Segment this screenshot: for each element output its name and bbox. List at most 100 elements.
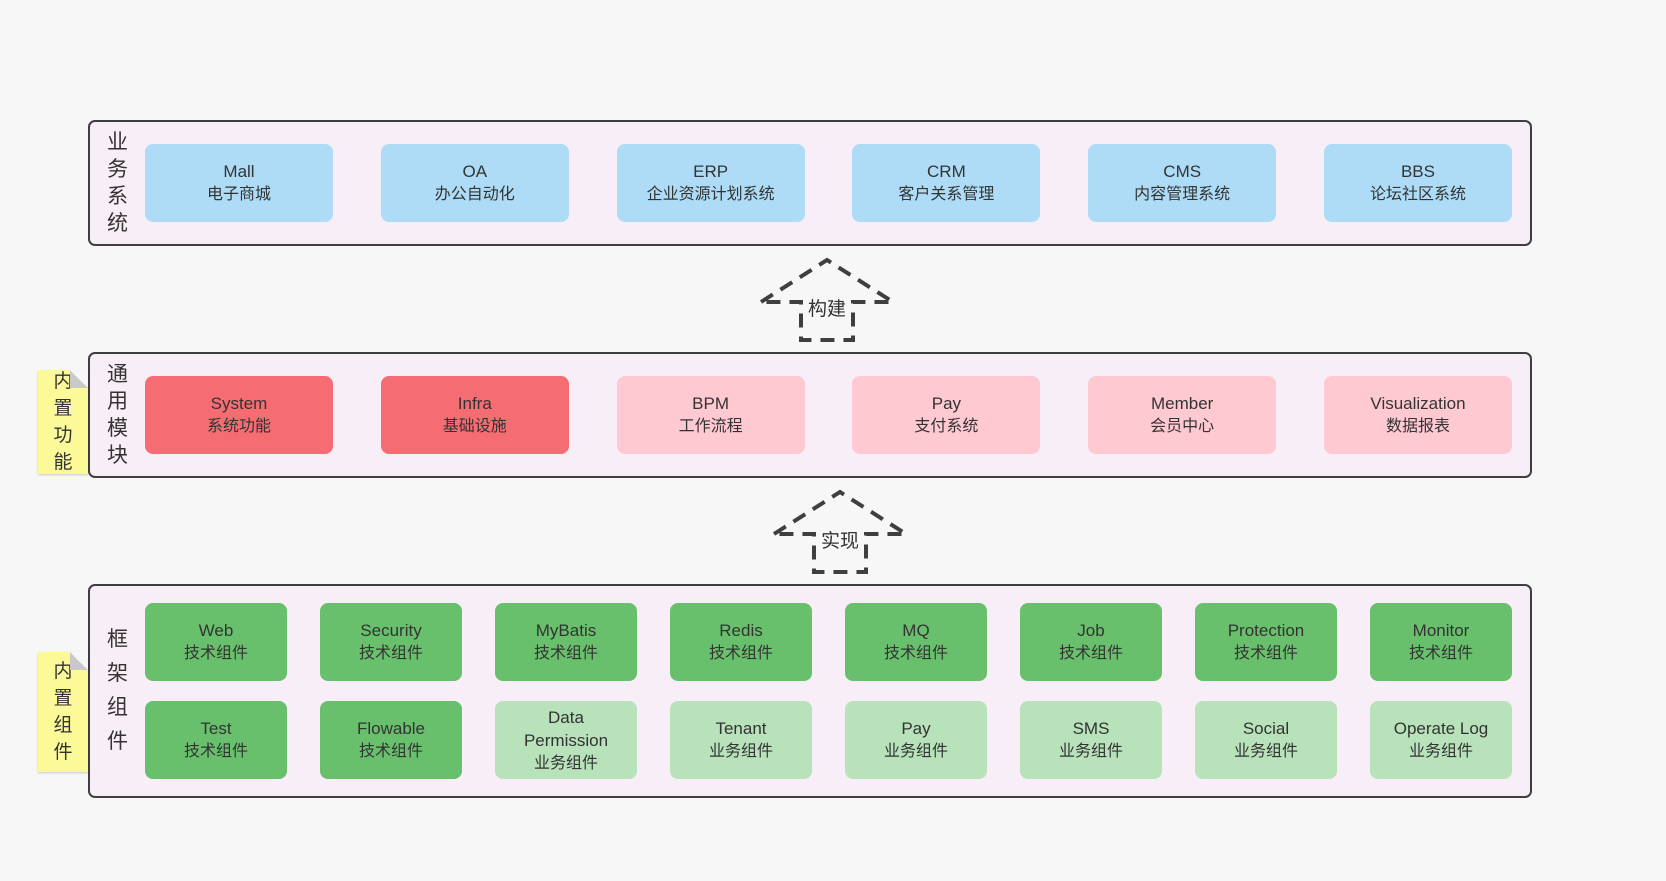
box-subtitle: 技术组件 [358, 743, 423, 760]
box-subtitle: 办公自动化 [434, 186, 515, 203]
box-title: Web [198, 621, 234, 640]
box-title: MyBatis [535, 621, 597, 640]
up-arrow-icon [772, 489, 908, 574]
box-subtitle: 业务组件 [883, 743, 948, 760]
folded-corner-icon [70, 652, 88, 670]
box-title: Infra [457, 394, 492, 413]
box-subtitle: 支付系统 [914, 418, 979, 435]
box-title: Data Permission [523, 707, 609, 750]
box-oa: OA 办公自动化 [380, 144, 569, 222]
box-erp: ERP 企业资源计划系统 [616, 144, 805, 222]
box-cms: CMS 内容管理系统 [1088, 144, 1277, 222]
box-subtitle: 工作流程 [678, 418, 743, 435]
business-systems-boxes: Mall 电子商城 OA 办公自动化 ERP 企业资源计划系统 CRM 客户关系… [145, 122, 1530, 244]
sticky-label: 内置功能 [53, 371, 73, 473]
box-operate-log: Operate Log 业务组件 [1370, 701, 1512, 779]
box-tenant: Tenant 业务组件 [670, 701, 812, 779]
box-subtitle: 论坛社区系统 [1369, 186, 1466, 203]
tech-components-row: Web 技术组件 Security 技术组件 MyBatis 技术组件 Redi… [145, 603, 1512, 681]
band-label-framework-components: 框架组件 [107, 628, 128, 753]
implement-arrow: 实现 [772, 488, 908, 576]
arrow-label-implement: 实现 [817, 526, 863, 553]
band-label-business-systems: 业务系统 [107, 131, 128, 235]
box-member: Member 会员中心 [1088, 376, 1277, 454]
build-arrow: 构建 [759, 256, 895, 344]
box-subtitle: 数据报表 [1385, 418, 1450, 435]
box-sms: SMS 业务组件 [1020, 701, 1162, 779]
box-subtitle: 业务组件 [1058, 743, 1123, 760]
box-subtitle: 系统功能 [206, 418, 271, 435]
box-title: Social [1242, 719, 1290, 738]
box-subtitle: 技术组件 [1058, 645, 1123, 662]
box-title: Tenant [715, 719, 767, 738]
box-subtitle: 客户关系管理 [898, 186, 995, 203]
box-subtitle: 业务组件 [533, 754, 598, 772]
box-subtitle: 技术组件 [183, 743, 248, 760]
box-subtitle: 会员中心 [1150, 418, 1215, 435]
box-title: Flowable [356, 719, 426, 738]
box-title: SMS [1072, 719, 1110, 738]
box-data-permission: Data Permission 业务组件 [495, 701, 637, 779]
box-security: Security 技术组件 [320, 603, 462, 681]
box-subtitle: 电子商城 [206, 186, 271, 203]
box-pay-biz: Pay 业务组件 [845, 701, 987, 779]
box-title: Mall [223, 162, 255, 181]
box-title: Member [1151, 394, 1214, 413]
box-title: Protection [1227, 621, 1305, 640]
sticky-built-in-components: 内置组件 [38, 652, 88, 772]
box-subtitle: 业务组件 [708, 743, 773, 760]
business-systems-band: 业务系统 Mall 电子商城 OA 办公自动化 ERP 企业资源计划系统 CRM… [88, 120, 1532, 246]
box-subtitle: 内容管理系统 [1134, 186, 1231, 203]
box-title: Test [200, 719, 232, 738]
box-subtitle: 技术组件 [708, 645, 773, 662]
box-subtitle: 业务组件 [1233, 743, 1298, 760]
box-bpm: BPM 工作流程 [616, 376, 805, 454]
box-subtitle: 技术组件 [883, 645, 948, 662]
common-modules-band: 通用模块 System 系统功能 Infra 基础设施 BPM 工作流程 Pay… [88, 352, 1532, 478]
box-title: BPM [692, 394, 730, 413]
box-subtitle: 技术组件 [533, 645, 598, 662]
box-title: Job [1077, 621, 1105, 640]
box-job: Job 技术组件 [1020, 603, 1162, 681]
box-protection: Protection 技术组件 [1195, 603, 1337, 681]
box-subtitle: 技术组件 [183, 645, 248, 662]
box-title: Pay [901, 719, 931, 738]
box-title: CRM [927, 162, 966, 181]
framework-components-rows: Web 技术组件 Security 技术组件 MyBatis 技术组件 Redi… [145, 586, 1530, 796]
box-title: BBS [1400, 162, 1435, 181]
common-modules-boxes: System 系统功能 Infra 基础设施 BPM 工作流程 Pay 支付系统… [145, 354, 1530, 476]
box-title: Monitor [1412, 621, 1470, 640]
band-label-common-modules: 通用模块 [107, 363, 128, 467]
box-redis: Redis 技术组件 [670, 603, 812, 681]
box-subtitle: 技术组件 [1408, 645, 1473, 662]
box-title: OA [462, 162, 488, 181]
arrow-label-build: 构建 [804, 294, 850, 321]
box-mybatis: MyBatis 技术组件 [495, 603, 637, 681]
biz-components-row: Test 技术组件 Flowable 技术组件 Data Permission … [145, 701, 1512, 779]
box-title: Pay [931, 394, 962, 413]
box-title: CMS [1163, 162, 1202, 181]
box-test: Test 技术组件 [145, 701, 287, 779]
box-web: Web 技术组件 [145, 603, 287, 681]
box-system: System 系统功能 [145, 376, 333, 454]
box-subtitle: 业务组件 [1408, 743, 1473, 760]
box-subtitle: 基础设施 [442, 418, 507, 435]
box-flowable: Flowable 技术组件 [320, 701, 462, 779]
up-arrow-icon [759, 257, 895, 342]
box-mall: Mall 电子商城 [145, 144, 333, 222]
sticky-built-in-features: 内置功能 [38, 370, 88, 474]
box-title: ERP [693, 162, 729, 181]
box-subtitle: 技术组件 [358, 645, 423, 662]
box-social: Social 业务组件 [1195, 701, 1337, 779]
box-monitor: Monitor 技术组件 [1370, 603, 1512, 681]
box-title: MQ [902, 621, 930, 640]
box-subtitle: 技术组件 [1233, 645, 1298, 662]
sticky-label: 内置组件 [53, 661, 73, 763]
box-crm: CRM 客户关系管理 [852, 144, 1041, 222]
box-title: Operate Log [1393, 719, 1489, 738]
box-mq: MQ 技术组件 [845, 603, 987, 681]
box-bbs: BBS 论坛社区系统 [1323, 144, 1512, 222]
box-visualization: Visualization 数据报表 [1323, 376, 1512, 454]
box-title: Redis [719, 621, 763, 640]
box-title: System [210, 394, 268, 413]
